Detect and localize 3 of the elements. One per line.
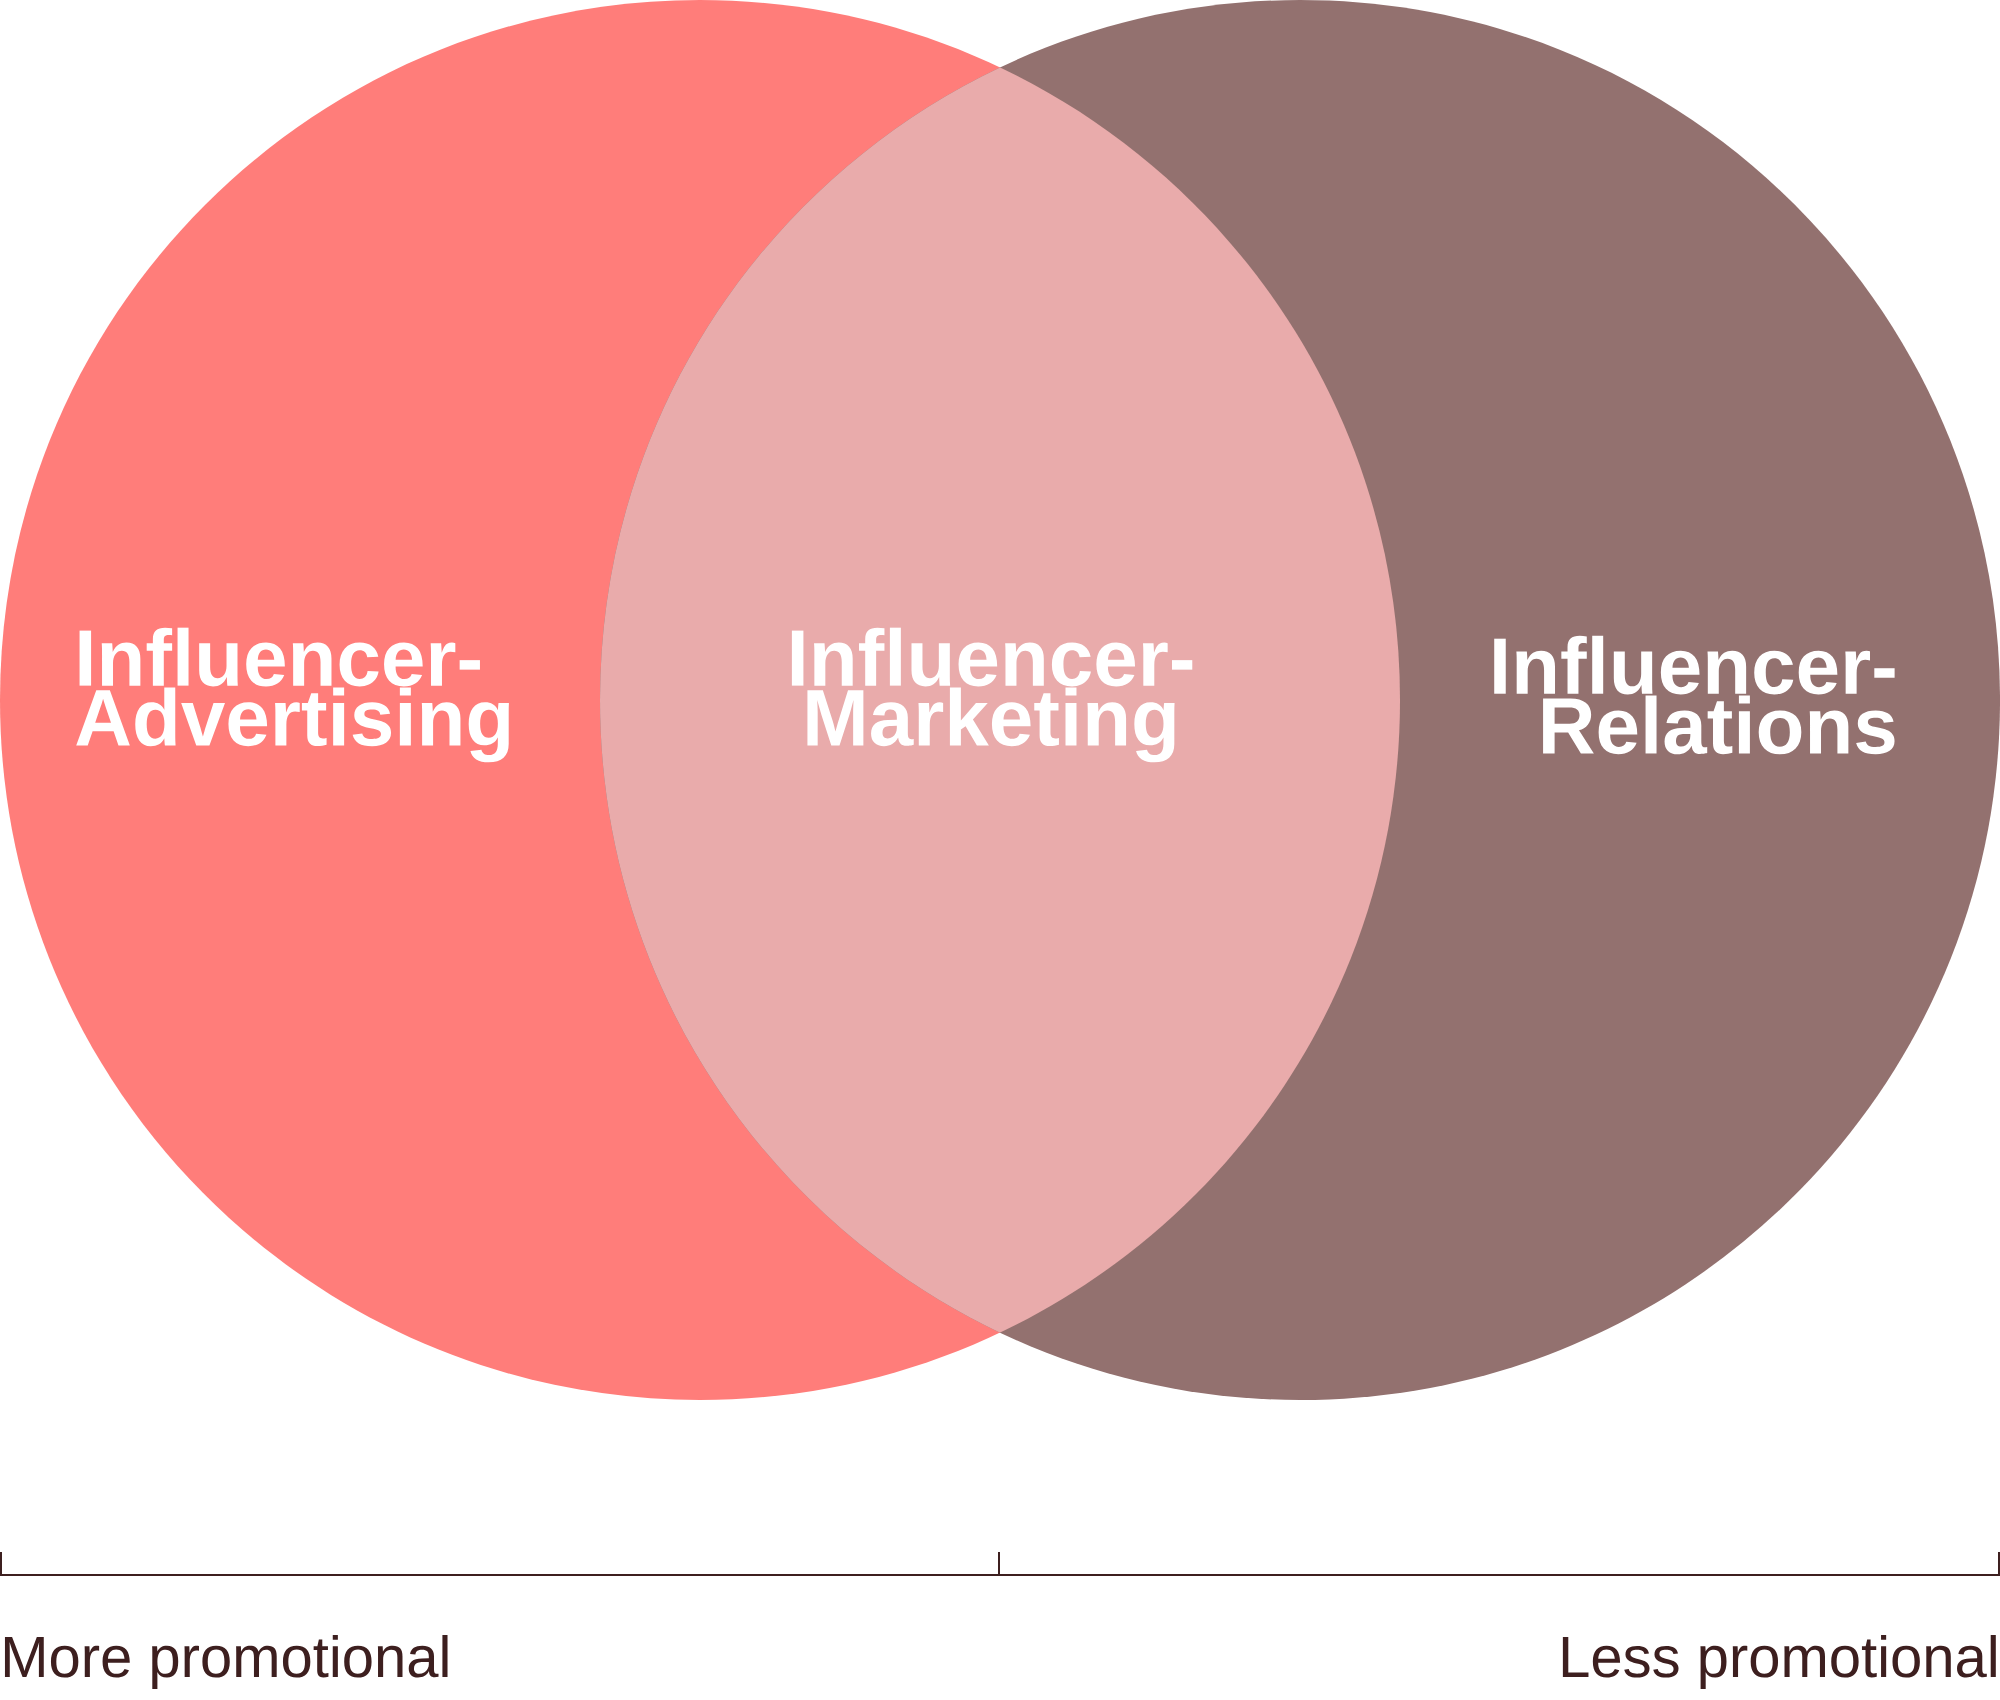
axis-label: More promotional <box>4 1634 448 1690</box>
venn-overlap: Influencer-Marketing <box>791 627 1193 763</box>
axis-label: Less promotional <box>1562 1634 1996 1690</box>
